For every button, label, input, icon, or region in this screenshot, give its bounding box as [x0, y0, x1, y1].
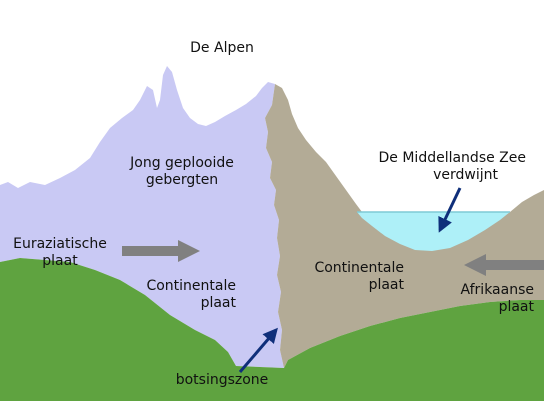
alps-label: De Alpen [180, 40, 264, 57]
collision-zone-text: botsingszone [175, 372, 269, 388]
collision-zone-label: botsingszone [160, 372, 284, 389]
eurasian-line1: Euraziatische [13, 236, 107, 252]
young-mountains-line1: Jong geplooide [130, 155, 234, 171]
mediterranean-sea-shape [357, 212, 510, 251]
young-mountains-label: Jong geplooide gebergten [112, 155, 252, 189]
mediterranean-label: De Middellandse Zee verdwijnt [356, 150, 527, 184]
african-push-arrow-icon [464, 254, 544, 276]
continental-left-line2: plaat [200, 295, 236, 311]
mediterranean-line2: verdwijnt [433, 167, 498, 183]
african-line2: plaat [498, 299, 534, 315]
eurasian-plate-label: Euraziatische plaat [2, 236, 118, 270]
african-plate-label: Afrikaanse plaat [424, 282, 534, 316]
continental-left-label: Continentale plaat [130, 278, 236, 312]
young-mountains-line2: gebergten [145, 172, 219, 188]
continental-left-line1: Continentale [146, 278, 236, 294]
african-line1: Afrikaanse [460, 282, 534, 298]
eurasian-plate-shape [0, 66, 284, 368]
ground-shape [0, 258, 544, 401]
continental-right-line1: Continentale [314, 260, 404, 276]
collision-pointer-arrow-icon [238, 327, 278, 373]
continental-right-label: Continentale plaat [298, 260, 404, 294]
mediterranean-line1: De Middellandse Zee [378, 150, 527, 166]
continental-right-line2: plaat [368, 277, 404, 293]
eurasian-push-arrow-icon [122, 240, 200, 262]
eurasian-line2: plaat [42, 253, 78, 269]
sea-pointer-arrow-icon [438, 187, 462, 233]
alps-label-text: De Alpen [190, 40, 254, 56]
